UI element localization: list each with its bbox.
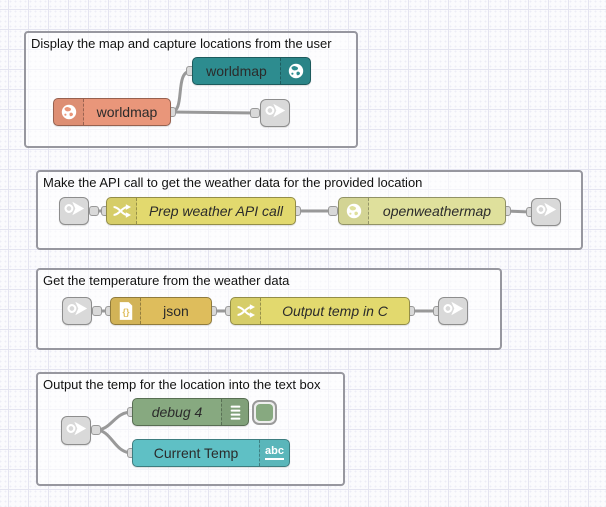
output-port[interactable] — [92, 306, 102, 316]
node-label: debug 4 — [151, 404, 203, 420]
node-json[interactable]: {} json — [110, 297, 212, 325]
group-title: Display the map and capture locations fr… — [31, 36, 332, 51]
debug-list-icon — [221, 399, 248, 425]
node-worldmap-display[interactable]: worldmap — [192, 57, 311, 85]
group-title: Output the temp for the location into th… — [43, 377, 321, 392]
node-label: worldmap — [206, 63, 267, 79]
globe-icon — [339, 198, 369, 224]
debug-toggle-button[interactable] — [252, 400, 277, 425]
link-icon — [63, 200, 85, 222]
node-link-out[interactable] — [531, 198, 561, 226]
input-port[interactable] — [328, 206, 338, 216]
node-link-in[interactable] — [59, 197, 89, 225]
json-file-icon: {} — [111, 298, 141, 324]
node-label: Output temp in C — [282, 303, 388, 319]
node-link-in[interactable] — [62, 297, 92, 325]
globe-icon — [280, 58, 310, 84]
node-label: openweathermap — [382, 203, 492, 219]
node-link-in[interactable] — [61, 416, 91, 445]
svg-text:{}: {} — [122, 307, 129, 317]
wire[interactable] — [169, 69, 193, 114]
input-port[interactable] — [250, 108, 260, 118]
link-icon — [264, 102, 286, 124]
group-title: Make the API call to get the weather dat… — [43, 175, 423, 190]
group-title: Get the temperature from the weather dat… — [43, 273, 290, 288]
globe-icon — [54, 99, 84, 125]
node-label: worldmap — [96, 104, 158, 120]
node-label: json — [163, 303, 189, 319]
node-openweathermap[interactable]: openweathermap — [338, 197, 506, 225]
abc-icon: abc — [259, 440, 289, 466]
swap-icon — [107, 198, 137, 224]
node-label: Current Temp — [153, 445, 239, 461]
link-icon — [442, 300, 464, 322]
node-link-out[interactable] — [438, 297, 468, 325]
node-label: Prep weather API call — [148, 203, 284, 219]
output-port[interactable] — [91, 425, 101, 435]
node-change-prep-weather[interactable]: Prep weather API call — [106, 197, 296, 225]
output-port[interactable] — [89, 206, 99, 216]
link-icon — [66, 300, 88, 322]
link-icon — [535, 201, 557, 223]
swap-icon — [231, 298, 261, 324]
node-worldmap-in[interactable]: worldmap — [53, 98, 171, 126]
group-display-map[interactable]: Display the map and capture locations fr… — [24, 31, 358, 148]
node-debug[interactable]: debug 4 — [132, 398, 249, 426]
node-ui-text-current-temp[interactable]: Current Temp abc — [132, 439, 290, 467]
debug-toggle-state — [256, 404, 273, 421]
link-icon — [65, 420, 87, 442]
node-change-output-temp[interactable]: Output temp in C — [230, 297, 410, 325]
node-link-out[interactable] — [260, 99, 290, 127]
wire[interactable] — [169, 110, 257, 115]
